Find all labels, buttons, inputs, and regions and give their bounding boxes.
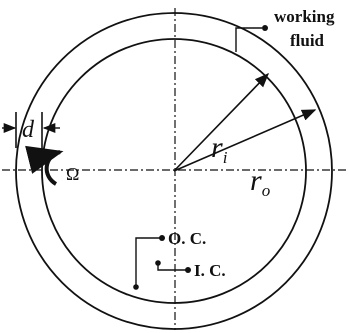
outer-cylinder	[15, 12, 333, 330]
working-fluid-leader	[235, 27, 262, 52]
inner-radius-label: ri	[211, 131, 228, 167]
inner-cylinder-leader-end	[155, 260, 161, 266]
working-fluid-label-line1: working	[274, 7, 335, 26]
working-fluid-label-line2: fluid	[290, 31, 325, 50]
outer-radius-arrow	[173, 109, 317, 172]
rotation-arrow	[25, 145, 64, 186]
inner-cylinder-label: I. C.	[194, 261, 226, 280]
working-fluid-dot	[262, 25, 268, 31]
gap-label: d	[22, 117, 35, 143]
inner-radius-arrow	[173, 72, 270, 172]
outer-cylinder-leader-dot	[159, 235, 165, 241]
rotation-label: Ω	[66, 164, 79, 184]
outer-cylinder-label: O. C.	[168, 229, 206, 248]
outer-cylinder-leader	[135, 237, 160, 287]
outer-cylinder-leader-end	[133, 284, 139, 290]
inner-cylinder-leader	[157, 263, 186, 271]
inner-cylinder-leader-dot	[185, 267, 191, 273]
outer-radius-label: ro	[250, 164, 270, 200]
